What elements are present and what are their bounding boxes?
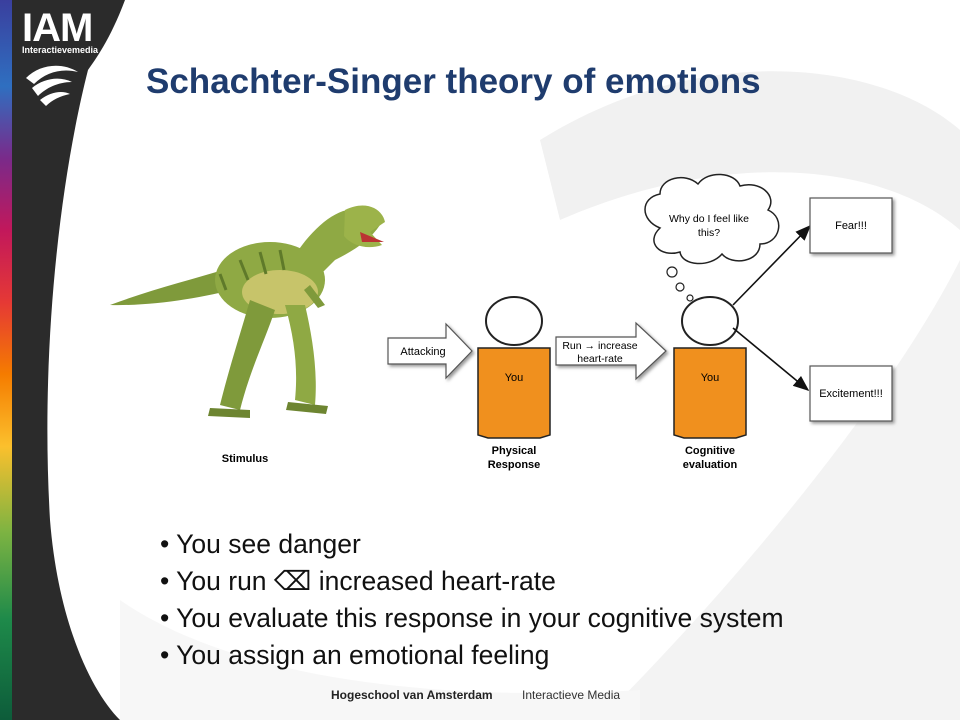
cognitive-label-1: Cognitive [685, 445, 735, 457]
cognitive-label-2: evaluation [683, 459, 738, 471]
physical-label-2: Response [488, 459, 541, 471]
run-label-1: Run → increase [562, 340, 637, 352]
thought-line-2: this? [698, 227, 720, 239]
sidebar-decoration [0, 0, 125, 720]
footer-school: Hogeschool van Amsterdam [331, 688, 493, 702]
logo-subtitle: Interactievemedia [22, 45, 99, 55]
excitement-box: Excitement!!! [809, 365, 893, 422]
excitement-arrow [732, 327, 810, 392]
excitement-label: Excitement!!! [819, 388, 883, 400]
bullet-item: • You see danger [160, 529, 361, 559]
footer-dept: Interactieve Media [522, 688, 621, 702]
dinosaur-image [100, 170, 390, 440]
stimulus-label: Stimulus [222, 453, 268, 465]
person1-label: You [505, 372, 524, 384]
person2-label: You [701, 372, 720, 384]
person-cognitive-icon: You [673, 296, 747, 439]
attacking-arrow: Attacking [387, 322, 473, 380]
fear-arrow [732, 224, 812, 306]
bullet-item: • You run ⌫ increased heart-rate [160, 566, 556, 596]
person-physical-icon: You [477, 296, 551, 439]
bullet-list: • You see danger • You run ⌫ increased h… [160, 526, 950, 674]
thought-bubble: Why do I feel like this? [644, 173, 780, 302]
logo-emblem-icon [26, 65, 78, 106]
emotion-diagram: Stimulus Attacking You Physical Response… [100, 170, 893, 471]
physical-label-1: Physical [492, 445, 537, 457]
run-arrow: Run → increase heart-rate [555, 321, 667, 381]
fear-label: Fear!!! [835, 220, 867, 232]
bullet-item: • You assign an emotional feeling [160, 640, 550, 670]
bullet-item: • You evaluate this response in your cog… [160, 603, 784, 633]
run-label-2: heart-rate [577, 353, 623, 365]
page-title: Schachter-Singer theory of emotions [146, 62, 761, 101]
attacking-label: Attacking [400, 346, 445, 358]
thought-line-1: Why do I feel like [669, 213, 749, 225]
logo: IAM [22, 6, 93, 50]
rainbow-stripe [0, 0, 12, 720]
fear-box: Fear!!! [809, 197, 893, 254]
